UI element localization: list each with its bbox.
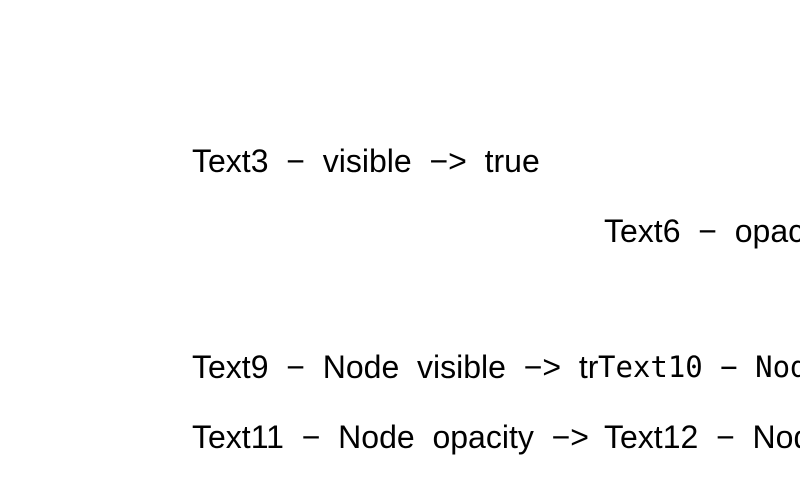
text-node-text12: Text12 − Node	[604, 417, 800, 457]
text-node-text11: Text11 − Node opacity −> 0	[192, 417, 625, 457]
text-node-text3: Text3 − visible −> true	[192, 141, 540, 181]
text-node-text6: Text6 − opacity	[604, 211, 800, 251]
text-node-text10: Text10 − Node	[598, 347, 800, 387]
text-node-text9: Text9 − Node visible −> true	[192, 347, 635, 387]
